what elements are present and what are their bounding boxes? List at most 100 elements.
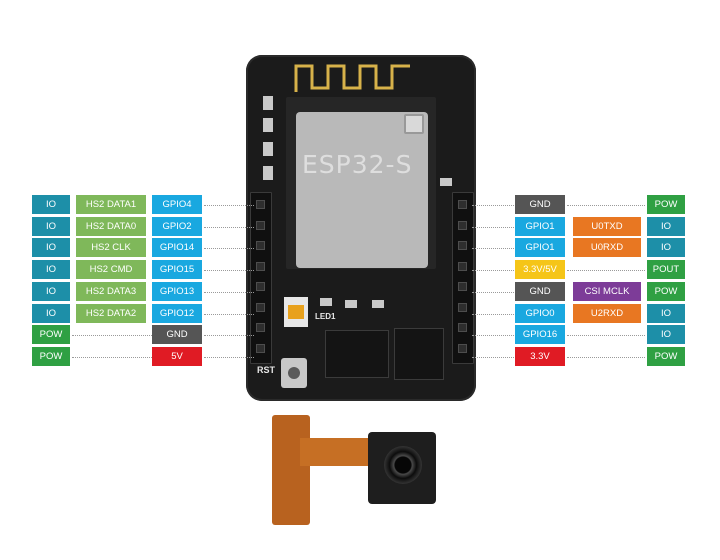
header-pin [256, 343, 265, 353]
leader-line [472, 270, 514, 271]
header-pin [458, 302, 467, 312]
pin-function-label: U0RXD [573, 238, 641, 257]
pin-function-label: HS2 DATA2 [76, 304, 146, 323]
leader-line [472, 205, 514, 206]
smd-component [263, 142, 273, 156]
pin-gpio-label: GPIO15 [152, 260, 202, 279]
right-pin-header [452, 192, 474, 364]
pin-type-label: POW [32, 347, 70, 366]
pin-function-label: CSI MCLK [573, 282, 641, 301]
pin-type-label: IO [647, 325, 685, 344]
pin-type-label: IO [32, 282, 70, 301]
pin-type-label: IO [32, 217, 70, 236]
leader-line [472, 292, 514, 293]
pin-type-label: IO [647, 304, 685, 323]
pin-type-label: IO [32, 238, 70, 257]
reset-button[interactable] [281, 358, 307, 388]
pin-gpio-label: GND [515, 195, 565, 214]
module-shield [296, 112, 428, 268]
pin-type-label: IO [32, 304, 70, 323]
pin-type-label: IO [32, 195, 70, 214]
header-pin [458, 343, 467, 353]
pin-gpio-label: GPIO0 [515, 304, 565, 323]
header-pin [256, 282, 265, 291]
left-pin-header [250, 192, 272, 364]
camera-flex-cable-neck [300, 438, 380, 466]
smd-component [320, 298, 332, 306]
leader-line [567, 335, 645, 336]
leader-line [204, 314, 254, 315]
module-label: ESP32-S [302, 150, 413, 179]
leader-line [204, 248, 254, 249]
pin-gpio-label: 3.3V/5V [515, 260, 565, 279]
pin-function-label: U0TXD [573, 217, 641, 236]
camera-flex-cable [272, 415, 310, 525]
leader-line [567, 270, 645, 271]
pin-type-label: POUT [647, 260, 685, 279]
led-indicator [284, 297, 308, 327]
leader-line [567, 205, 645, 206]
pin-gpio-label: 5V [152, 347, 202, 366]
pin-gpio-label: GPIO1 [515, 238, 565, 257]
led-label: LED1 [315, 312, 336, 321]
pin-type-label: IO [647, 217, 685, 236]
leader-line [204, 292, 254, 293]
pin-gpio-label: GPIO14 [152, 238, 202, 257]
camera-lens-icon [384, 446, 422, 484]
header-pin [256, 200, 265, 209]
header-pin [256, 261, 265, 271]
leader-line [472, 227, 514, 228]
header-pin [458, 261, 467, 271]
header-pin [256, 220, 265, 230]
header-pin [458, 200, 467, 209]
leader-line [472, 357, 514, 358]
smd-component [263, 118, 273, 132]
header-pin [458, 282, 467, 291]
pin-type-label: IO [32, 260, 70, 279]
pin-type-label: POW [647, 195, 685, 214]
smd-component [345, 300, 357, 308]
leader-line [472, 335, 514, 336]
pin-gpio-label: GND [515, 282, 565, 301]
pin-function-label: HS2 CLK [76, 238, 146, 257]
leader-line [472, 314, 514, 315]
regulator-chip [325, 330, 389, 378]
leader-line [472, 248, 514, 249]
leader-line [72, 357, 152, 358]
pin-type-label: POW [32, 325, 70, 344]
pin-gpio-label: GPIO4 [152, 195, 202, 214]
pin-gpio-label: GPIO12 [152, 304, 202, 323]
pin-gpio-label: GPIO13 [152, 282, 202, 301]
pin-function-label: HS2 CMD [76, 260, 146, 279]
rst-label: RST [257, 365, 275, 375]
header-pin [458, 220, 467, 230]
pin-gpio-label: GPIO1 [515, 217, 565, 236]
antenna-trace-icon [294, 64, 410, 92]
leader-line [72, 335, 152, 336]
psram-chip [394, 328, 444, 380]
leader-line [204, 227, 254, 228]
header-pin [458, 323, 467, 332]
pin-type-label: POW [647, 347, 685, 366]
header-pin [256, 302, 265, 312]
header-pin [256, 323, 265, 332]
smd-component [440, 178, 452, 186]
leader-line [204, 335, 254, 336]
ipex-connector-icon [404, 114, 424, 134]
leader-line [204, 270, 254, 271]
pin-gpio-label: 3.3V [515, 347, 565, 366]
pin-type-label: IO [647, 238, 685, 257]
pin-type-label: POW [647, 282, 685, 301]
pin-gpio-label: GPIO2 [152, 217, 202, 236]
pin-gpio-label: GPIO16 [515, 325, 565, 344]
pin-function-label: HS2 DATA0 [76, 217, 146, 236]
leader-line [204, 205, 254, 206]
smd-component [263, 96, 273, 110]
leader-line [567, 357, 645, 358]
header-pin [458, 241, 467, 250]
pin-gpio-label: GND [152, 325, 202, 344]
smd-component [372, 300, 384, 308]
pin-function-label: HS2 DATA1 [76, 195, 146, 214]
header-pin [256, 241, 265, 250]
smd-component [263, 166, 273, 180]
